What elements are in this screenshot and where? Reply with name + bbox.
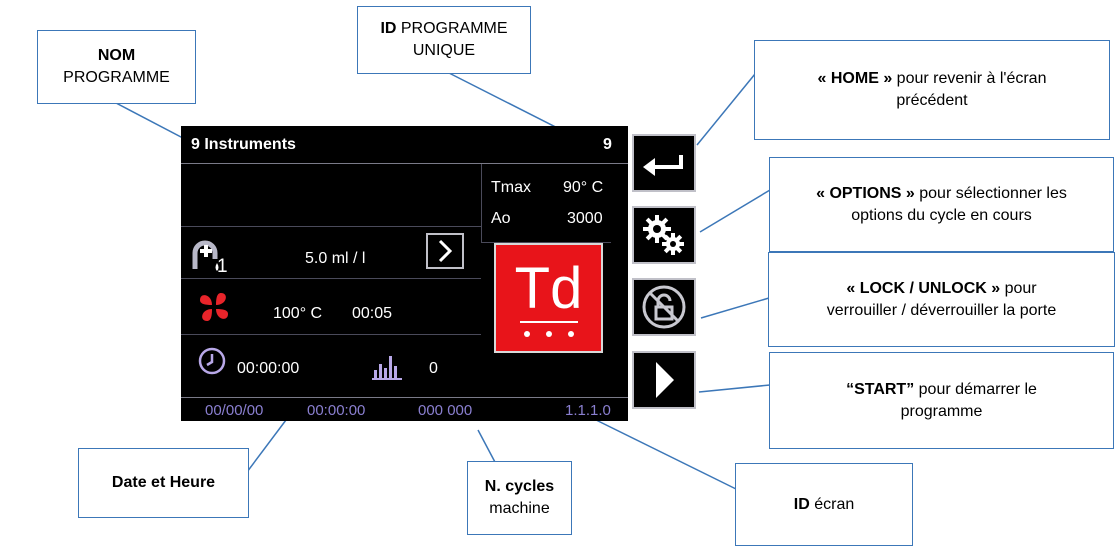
td-underline xyxy=(520,321,578,323)
callout-ecran-text: écran xyxy=(809,495,855,513)
callout-home-bold: « HOME » xyxy=(817,70,893,87)
footer-screen-id: 1.1.1.0 xyxy=(565,402,611,419)
separator-params-vertical xyxy=(481,164,482,242)
callout-lock-line1: « LOCK / UNLOCK » pour xyxy=(846,278,1036,300)
callout-options-bold: « OPTIONS » xyxy=(816,184,915,202)
td-dots xyxy=(524,331,574,337)
callout-lock-bold: « LOCK / UNLOCK » xyxy=(846,279,1001,297)
callout-options-text1: pour sélectionner les xyxy=(914,184,1067,202)
lock-unlock-button[interactable] xyxy=(632,278,696,336)
callout-start-line1: “START” pour démarrer le xyxy=(846,379,1037,401)
footer-cycles: 000 000 xyxy=(418,402,473,419)
callout-id-text1: PROGRAMME xyxy=(396,20,508,37)
td-cycle-button[interactable]: Td xyxy=(494,243,603,353)
callout-options-text2: options du cycle en cours xyxy=(851,206,1032,224)
callout-lock-text1: pour xyxy=(1000,279,1037,297)
callout-ecran-line: ID écran xyxy=(794,494,854,516)
separator-top-left xyxy=(181,226,481,227)
callout-cycles-text: machine xyxy=(489,500,550,517)
program-name: 9 Instruments xyxy=(191,136,296,153)
callout-nom-text: PROGRAMME xyxy=(63,69,170,86)
callout-home-line1: « HOME » pour revenir à l'écran xyxy=(818,68,1047,90)
callout-n-cycles: N. cycles machine xyxy=(467,461,572,535)
separator-fan xyxy=(181,334,481,335)
callout-id-ecran: ID écran xyxy=(735,463,913,546)
callout-start-bold: “START” xyxy=(846,380,915,398)
machine-screen: 9 Instruments 9 Tmax 90° C Ao 3000 1 5.0… xyxy=(181,126,628,421)
timer-value: 00:00:00 xyxy=(237,360,300,377)
callout-date-heure: Date et Heure xyxy=(78,448,249,518)
separator-dose xyxy=(181,278,481,279)
tmax-label: Tmax xyxy=(491,179,531,196)
callout-start-text2: programme xyxy=(900,402,983,420)
callout-id-bold: ID xyxy=(380,20,397,37)
callout-home-text2: précédent xyxy=(896,92,968,109)
separator-title xyxy=(181,163,628,164)
callout-id-text2: UNIQUE xyxy=(412,42,476,59)
callout-id-line1: ID PROGRAMME xyxy=(380,18,507,40)
callout-lock-text2: verrouiller / déverrouiller la porte xyxy=(826,301,1057,319)
callout-date-bold: Date et Heure xyxy=(111,474,216,491)
play-icon xyxy=(656,362,674,398)
td-label: Td xyxy=(514,256,583,321)
callout-options-line1: « OPTIONS » pour sélectionner les xyxy=(816,183,1067,205)
cycle-count-value: 0 xyxy=(429,360,438,377)
bar-chart-icon xyxy=(372,356,402,380)
dose-next-button[interactable] xyxy=(426,233,464,269)
callout-home-text1: pour revenir à l'écran xyxy=(892,70,1047,87)
callout-cycles-bold: N. cycles xyxy=(484,478,555,495)
chevron-right-icon xyxy=(438,239,453,263)
callout-start: “START” pour démarrer le programme xyxy=(769,352,1114,449)
callout-home: « HOME » pour revenir à l'écran précéden… xyxy=(754,40,1110,140)
gears-icon xyxy=(643,215,684,255)
fan-temperature: 100° C xyxy=(273,305,323,322)
fan-icon xyxy=(200,293,228,321)
callout-ecran-bold: ID xyxy=(793,495,810,513)
ao-label: Ao xyxy=(491,210,511,227)
footer-date: 00/00/00 xyxy=(205,402,264,419)
separator-footer xyxy=(181,397,628,398)
dose-index: 1 xyxy=(217,256,228,277)
program-id: 9 xyxy=(603,136,612,153)
callout-lock-unlock: « LOCK / UNLOCK » pour verrouiller / dév… xyxy=(768,252,1115,347)
callout-nom-bold: NOM xyxy=(97,47,136,64)
callout-start-text1: pour démarrer le xyxy=(914,380,1037,398)
callout-options: « OPTIONS » pour sélectionner les option… xyxy=(769,157,1114,252)
tmax-value: 90° C xyxy=(563,179,604,196)
fan-time: 00:05 xyxy=(352,305,393,322)
dose-value: 5.0 ml / l xyxy=(305,250,366,267)
return-arrow-icon xyxy=(643,155,683,176)
callout-id-programme: ID PROGRAMME UNIQUE xyxy=(357,6,531,74)
clock-icon xyxy=(198,347,226,375)
options-button[interactable] xyxy=(632,206,696,264)
dosing-pump-icon xyxy=(192,240,219,271)
home-button[interactable] xyxy=(632,134,696,192)
lock-unlock-icon xyxy=(642,285,686,329)
separator-params-bottom xyxy=(481,242,611,243)
ao-value: 3000 xyxy=(567,210,603,227)
callout-nom-programme: NOM PROGRAMME xyxy=(37,30,196,104)
start-button[interactable] xyxy=(632,351,696,409)
footer-time: 00:00:00 xyxy=(307,402,366,419)
